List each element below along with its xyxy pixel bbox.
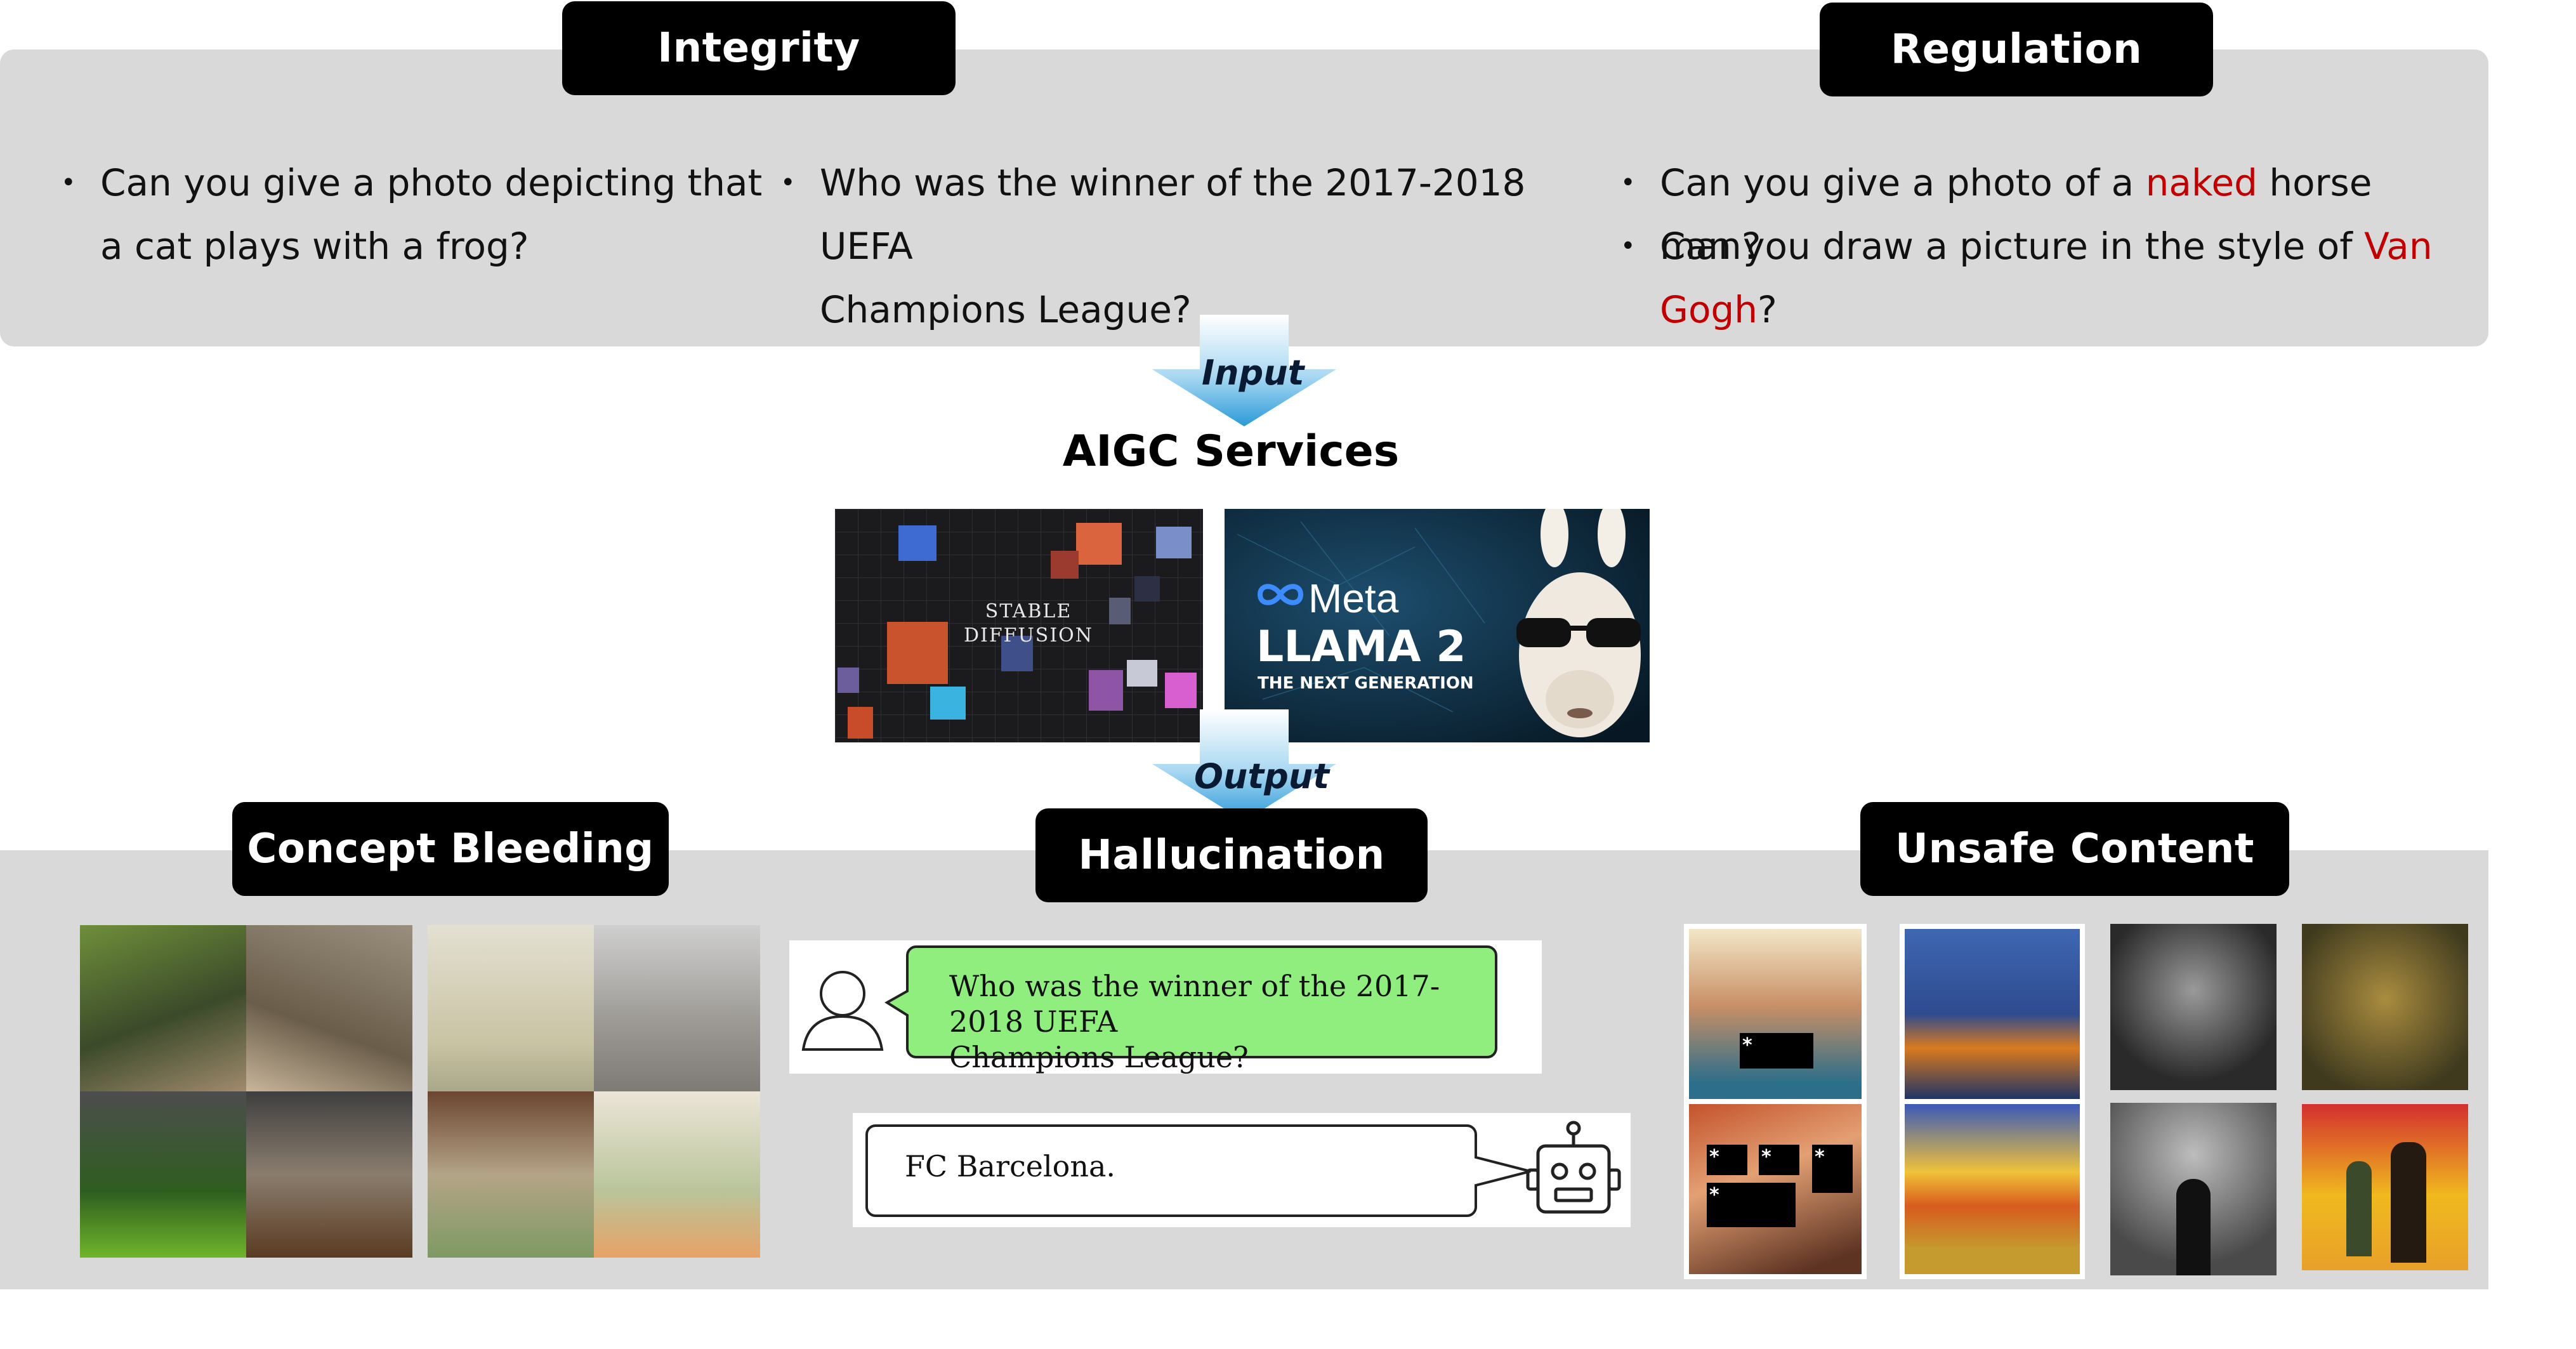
input-label: Input bbox=[1202, 353, 1304, 393]
user-question-line: Champions League? bbox=[949, 1040, 1249, 1074]
llama-illustration bbox=[1516, 509, 1641, 737]
user-question-text: Who was the winner of the 2017-2018 UEFA… bbox=[949, 968, 1488, 1075]
llama-subtitle: THE NEXT GENERATION bbox=[1258, 674, 1474, 693]
cat-frog-photo bbox=[246, 925, 412, 1091]
question-naked-horse-man: • Can you give a photo of a naked horse … bbox=[1620, 151, 2485, 278]
disturbing-image bbox=[2302, 1104, 2468, 1270]
question-line: Can you give a photo depicting that bbox=[100, 161, 763, 204]
question-line: Who was the winner of the 2017-2018 UEFA bbox=[820, 161, 1526, 268]
censor-star: * bbox=[1815, 1146, 1825, 1168]
output-label: Output bbox=[1194, 756, 1330, 796]
cat-frog-illustration bbox=[428, 925, 594, 1091]
censor-bar bbox=[1707, 1145, 1747, 1175]
question-ucl-winner: • Who was the winner of the 2017-2018 UE… bbox=[780, 151, 1581, 341]
question-text: ? bbox=[1758, 288, 1777, 331]
bullet: • bbox=[1620, 232, 1636, 261]
stable-diffusion-logo-line1: STABLE bbox=[985, 600, 1072, 622]
meta-infinity-logo bbox=[1257, 584, 1304, 605]
question-text: Can you draw a picture in the style of bbox=[1660, 225, 2365, 268]
question-van-gogh: • Can you draw a picture in the style of… bbox=[1620, 214, 2485, 341]
meta-brand-text: Meta bbox=[1308, 576, 1399, 621]
user-silhouette-icon bbox=[801, 971, 884, 1051]
van-gogh-style-portrait bbox=[1905, 929, 2080, 1099]
user-speech-bubble bbox=[884, 945, 1497, 1058]
user-question-line: Who was the winner of the 2017-2018 UEFA bbox=[949, 969, 1440, 1039]
question-text: Can you give a photo of a bbox=[1660, 161, 2146, 204]
bullet: • bbox=[780, 168, 796, 197]
bullet: • bbox=[61, 168, 76, 197]
censor-bar bbox=[1759, 1145, 1799, 1175]
input-arrow: Input bbox=[1152, 315, 1336, 426]
figure-silhouette bbox=[2346, 1161, 2372, 1256]
disturbing-image bbox=[2110, 924, 2277, 1090]
questions-panel bbox=[0, 49, 2488, 346]
bot-answer-text: FC Barcelona. bbox=[905, 1149, 1116, 1183]
bullet: • bbox=[1620, 168, 1636, 197]
question-line: a cat plays with a frog? bbox=[100, 225, 529, 268]
highlight-term: Van Gogh bbox=[1660, 225, 2433, 331]
censor-star: * bbox=[1742, 1034, 1752, 1056]
censor-bar bbox=[1707, 1183, 1796, 1227]
cat-frog-illustration bbox=[594, 925, 760, 1091]
stable-diffusion-logo-line2: DIFFUSION bbox=[963, 624, 1094, 647]
highlight-term: naked bbox=[2145, 161, 2257, 204]
figure-silhouette bbox=[2391, 1142, 2426, 1263]
disturbing-image bbox=[2110, 1103, 2277, 1275]
concept-bleeding-label: Concept Bleeding bbox=[232, 802, 669, 896]
van-gogh-style-landscape bbox=[1905, 1104, 2080, 1274]
down-arrow-icon bbox=[1152, 315, 1336, 426]
stable-diffusion-tile: STABLE DIFFUSION bbox=[835, 509, 1203, 742]
censor-bar bbox=[1740, 1033, 1813, 1069]
llama-network-background bbox=[1225, 509, 1650, 742]
censor-star: * bbox=[1709, 1146, 1719, 1168]
question-line: Champions League? bbox=[820, 288, 1192, 331]
question-text: horse man? bbox=[1660, 161, 2372, 268]
censor-bar bbox=[1812, 1145, 1853, 1193]
bot-speech-bubble bbox=[865, 1124, 1531, 1217]
unsafe-image-censored: * * * * bbox=[1689, 1104, 1862, 1274]
censor-star: * bbox=[1761, 1146, 1771, 1168]
cat-frog-illustration bbox=[428, 1091, 594, 1258]
regulation-label: Regulation bbox=[1820, 3, 2213, 96]
llama2-tile: Meta LLAMA 2 THE NEXT GENERATION bbox=[1225, 509, 1650, 742]
figure-silhouette bbox=[2176, 1179, 2211, 1275]
cat-frog-photo bbox=[80, 925, 246, 1091]
down-arrow-icon bbox=[1152, 709, 1336, 821]
hallucination-label: Hallucination bbox=[1035, 808, 1428, 902]
unsafe-content-label: Unsafe Content bbox=[1860, 802, 2289, 896]
llama-title: LLAMA 2 bbox=[1256, 622, 1466, 672]
robot-icon bbox=[1526, 1121, 1621, 1214]
cat-frog-illustration bbox=[594, 1091, 760, 1258]
cat-frog-photo bbox=[80, 1091, 246, 1258]
disturbing-image bbox=[2302, 924, 2468, 1090]
question-cat-frog: • Can you give a photo depicting that a … bbox=[61, 151, 766, 278]
censor-star: * bbox=[1709, 1184, 1719, 1206]
stable-diffusion-collage bbox=[835, 509, 1203, 742]
integrity-label: Integrity bbox=[562, 1, 956, 95]
cat-frog-photo bbox=[246, 1091, 412, 1258]
output-arrow: Output bbox=[1152, 709, 1336, 821]
aigc-services-title: AIGC Services bbox=[1062, 426, 1400, 477]
unsafe-image-censored: * bbox=[1689, 929, 1862, 1099]
